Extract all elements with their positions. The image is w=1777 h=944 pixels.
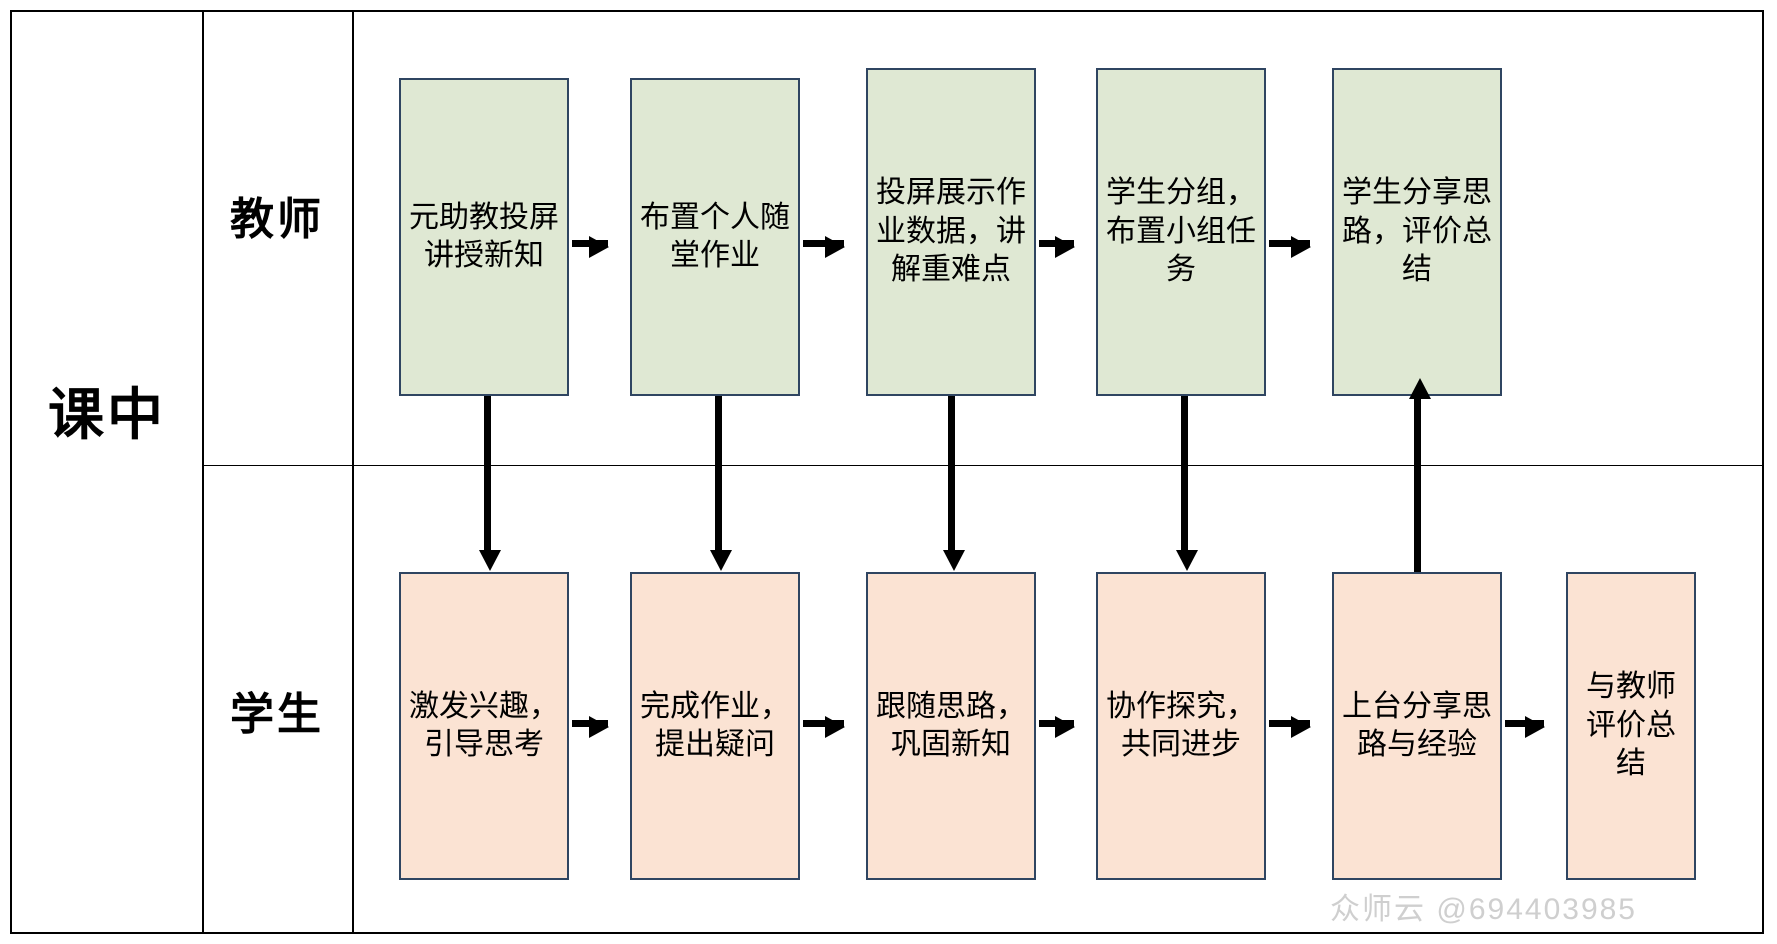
student-step-box-2[interactable]: 完成作业，提出疑问 (630, 572, 800, 880)
student-step-label-1: 激发兴趣，引导思考 (409, 689, 559, 761)
teacher-step-label-1: 元助教投屏讲授新知 (409, 200, 559, 272)
watermark-text: 众师云 @694403985 (1330, 893, 1637, 926)
arrow-teacher3-to-student3 (943, 396, 965, 571)
teacher-step-box-3[interactable]: 投屏展示作业数据，讲解重难点 (866, 68, 1036, 396)
student-step-label-2: 完成作业，提出疑问 (640, 689, 790, 761)
table-column-divider-1 (202, 10, 204, 934)
arrow-student-2-to-3 (803, 716, 845, 738)
arrow-teacher1-to-student1 (479, 396, 501, 571)
arrow-student-4-to-5 (1269, 716, 1311, 738)
student-step-box-5[interactable]: 上台分享思路与经验 (1332, 572, 1502, 880)
student-step-box-4[interactable]: 协作探究，共同进步 (1096, 572, 1266, 880)
arrow-student-3-to-4 (1039, 716, 1075, 738)
student-step-label-5: 上台分享思路与经验 (1342, 689, 1492, 761)
student-step-label-6: 与教师评价总结 (1586, 670, 1676, 781)
role-label-teacher: 教师 (230, 195, 324, 244)
table-outer-border (10, 10, 1764, 934)
arrow-teacher4-to-student4 (1176, 396, 1198, 571)
student-step-box-3[interactable]: 跟随思路，巩固新知 (866, 572, 1036, 880)
teacher-step-label-5: 学生分享思路，评价总结 (1342, 176, 1492, 287)
role-label-student: 学生 (230, 690, 324, 739)
teacher-step-box-4[interactable]: 学生分组，布置小组任务 (1096, 68, 1266, 396)
table-column-divider-2 (352, 10, 354, 934)
teacher-step-label-4: 学生分组，布置小组任务 (1106, 176, 1256, 287)
student-step-label-3: 跟随思路，巩固新知 (876, 689, 1026, 761)
student-step-box-6[interactable]: 与教师评价总结 (1566, 572, 1696, 880)
teacher-step-box-1[interactable]: 元助教投屏讲授新知 (399, 78, 569, 396)
phase-label-kezhong: 课中 (48, 382, 166, 446)
arrow-student-1-to-2 (572, 716, 609, 738)
arrow-teacher-1-to-2 (572, 236, 609, 258)
student-step-label-4: 协作探究，共同进步 (1106, 689, 1256, 761)
arrow-teacher-3-to-4 (1039, 236, 1075, 258)
arrow-teacher-4-to-5 (1269, 236, 1311, 258)
teacher-step-label-2: 布置个人随堂作业 (640, 200, 790, 272)
arrow-teacher2-to-student2 (710, 396, 732, 571)
arrow-student5-to-teacher5 (1409, 378, 1431, 572)
table-row-divider (202, 465, 1764, 466)
arrow-teacher-2-to-3 (803, 236, 845, 258)
teacher-step-box-2[interactable]: 布置个人随堂作业 (630, 78, 800, 396)
student-step-box-1[interactable]: 激发兴趣，引导思考 (399, 572, 569, 880)
teacher-step-box-5[interactable]: 学生分享思路，评价总结 (1332, 68, 1502, 396)
arrow-student-5-to-6 (1505, 716, 1545, 738)
teacher-step-label-3: 投屏展示作业数据，讲解重难点 (876, 176, 1026, 287)
